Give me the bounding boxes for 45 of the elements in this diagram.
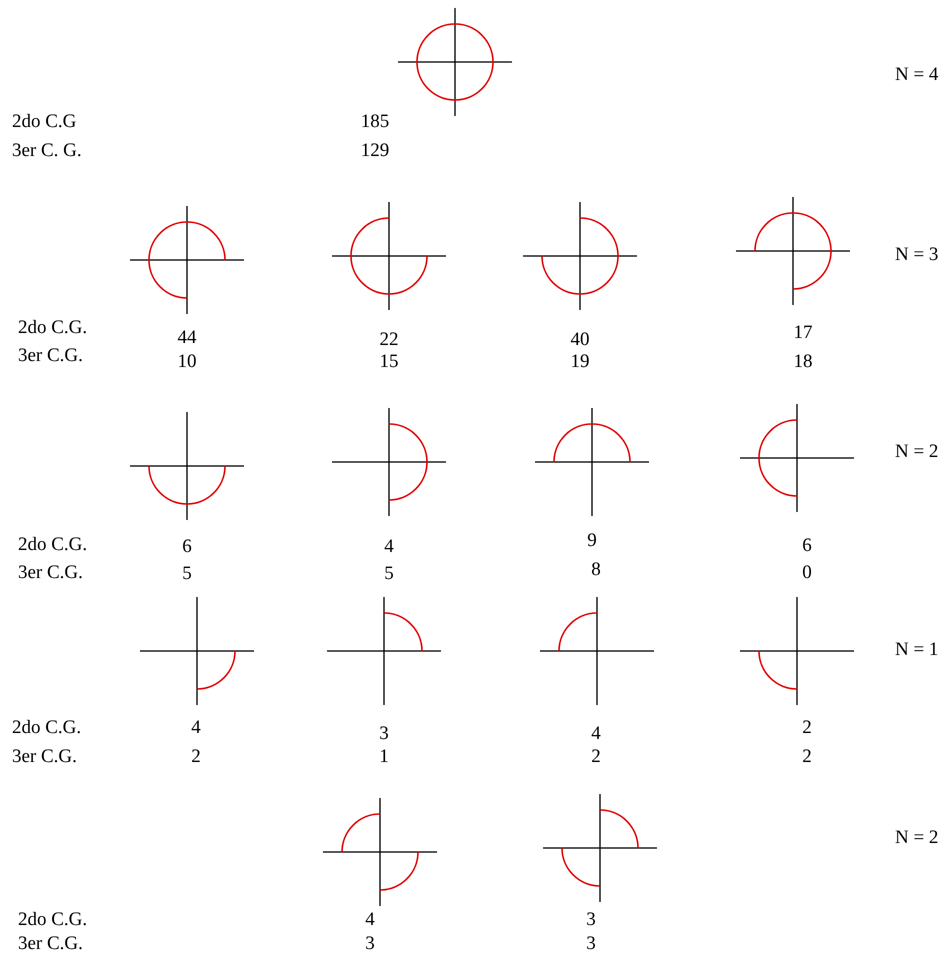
value-label: 8 bbox=[591, 559, 601, 581]
value-label: 19 bbox=[570, 351, 590, 373]
row-label: 3er C. G. bbox=[12, 140, 82, 162]
value-label: 15 bbox=[380, 351, 398, 373]
value-label: 4 bbox=[191, 717, 201, 739]
value-label: 1 bbox=[379, 746, 389, 768]
value-label: 6 bbox=[802, 535, 812, 557]
row-label: 2do C.G. bbox=[18, 317, 88, 339]
value-label: 3 bbox=[586, 909, 596, 931]
value-label: 5 bbox=[384, 563, 394, 585]
value-label: 4 bbox=[365, 909, 375, 931]
row-label: 2do C.G. bbox=[18, 909, 88, 931]
row-label: 3er C.G. bbox=[18, 933, 83, 955]
row-label: 3er C.G. bbox=[12, 746, 77, 768]
row-label: 3er C.G. bbox=[18, 562, 83, 584]
value-label: 2 bbox=[802, 717, 812, 739]
value-label: 10 bbox=[178, 351, 196, 373]
row-label: 3er C.G. bbox=[18, 345, 83, 367]
value-label: 2 bbox=[191, 746, 201, 768]
value-label: 4 bbox=[591, 723, 601, 745]
value-label: 2 bbox=[802, 746, 812, 768]
value-label: 5 bbox=[182, 563, 192, 585]
value-label: 40 bbox=[570, 329, 590, 351]
value-label: 4 bbox=[384, 536, 394, 558]
row-label: 2do C.G. bbox=[12, 717, 82, 739]
row-label: 2do C.G. bbox=[18, 534, 88, 556]
value-label: 22 bbox=[380, 329, 398, 351]
n-value-label: N = 4 bbox=[895, 64, 938, 86]
value-label: 3 bbox=[379, 723, 389, 745]
value-label: 129 bbox=[360, 140, 390, 162]
row-label: 2do C.G bbox=[12, 111, 76, 133]
value-label: 2 bbox=[591, 746, 601, 768]
n-value-label: N = 1 bbox=[895, 639, 938, 661]
value-label: 18 bbox=[794, 351, 812, 373]
n-value-label: N = 2 bbox=[895, 441, 938, 463]
value-label: 3 bbox=[365, 933, 375, 955]
value-label: 3 bbox=[586, 933, 596, 955]
value-label: 44 bbox=[178, 327, 196, 349]
n-value-label: N = 3 bbox=[895, 244, 938, 266]
value-label: 9 bbox=[587, 530, 597, 552]
value-label: 6 bbox=[182, 536, 192, 558]
n-value-label: N = 2 bbox=[895, 827, 938, 849]
value-label: 0 bbox=[802, 562, 812, 584]
value-label: 17 bbox=[794, 322, 812, 344]
value-label: 185 bbox=[360, 111, 390, 133]
